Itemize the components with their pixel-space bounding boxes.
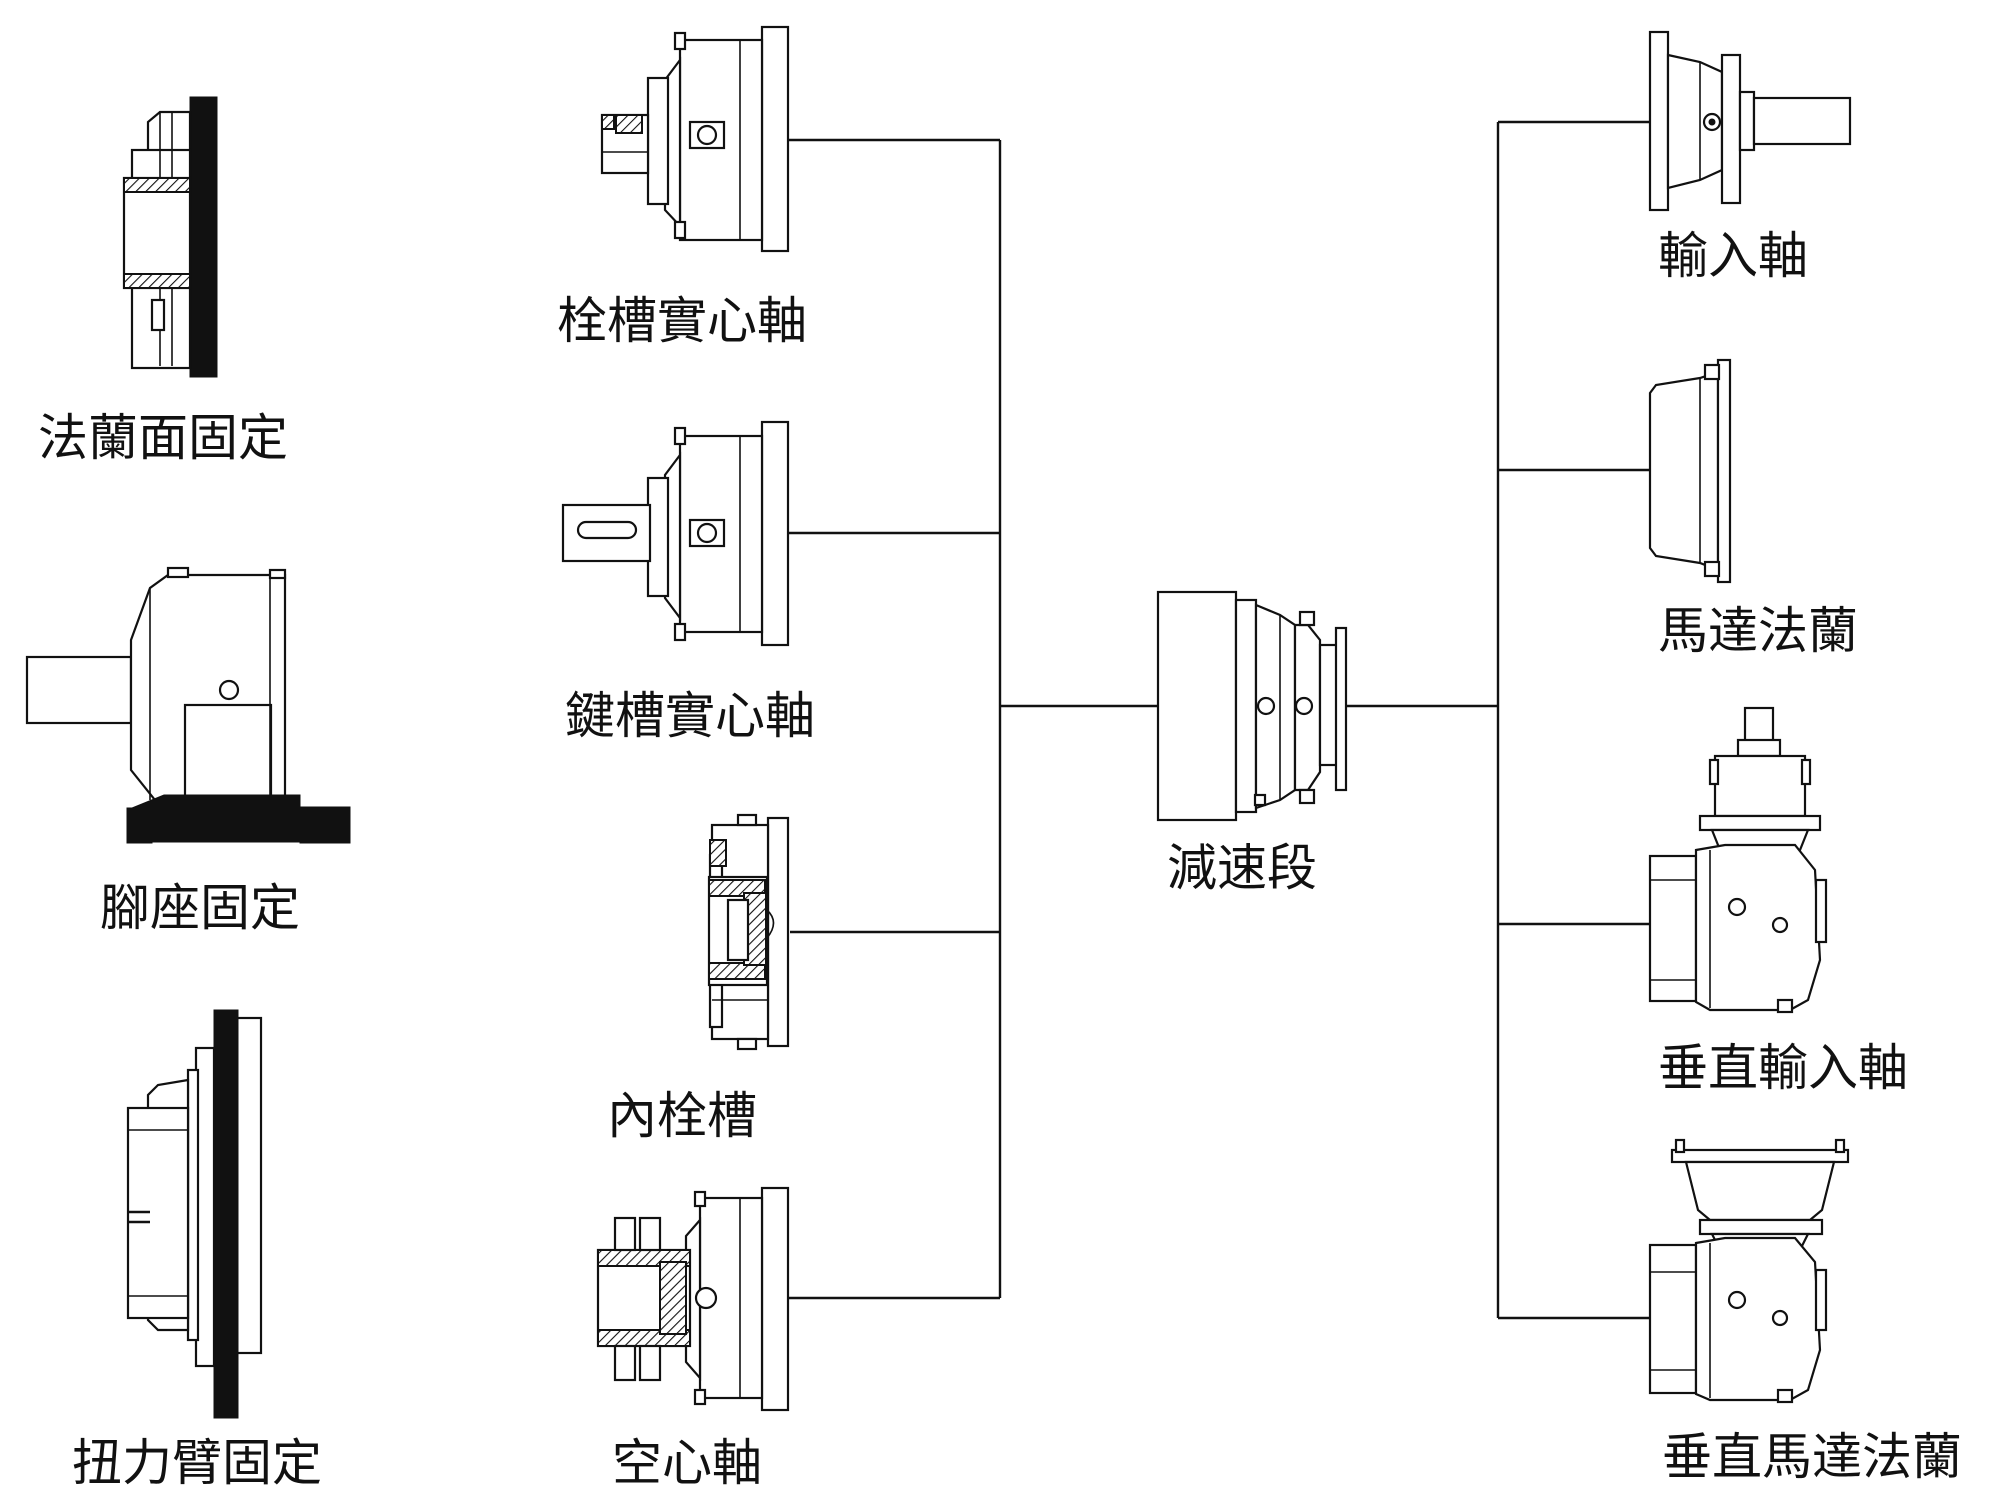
flange-mount-drawing: [122, 96, 218, 378]
torque-arm-mount-drawing: [126, 1009, 263, 1419]
connector-lines: [788, 120, 1650, 1320]
label-keyed-solid-shaft: 鍵槽實心軸: [565, 687, 815, 745]
label-splined-solid-shaft: 栓槽實心軸: [557, 292, 807, 350]
labels: 法蘭面固定 腳座固定 扭力臂固定 栓槽實心軸 鍵槽實心軸 內栓槽 空心軸 減速段…: [38, 227, 1962, 1492]
vertical-input-shaft-drawing: [1648, 706, 1828, 1014]
label-foot-mount: 腳座固定: [100, 879, 300, 937]
label-internal-spline: 內栓槽: [607, 1087, 757, 1145]
splined-shaft-drawing: [600, 25, 790, 253]
label-vertical-input-shaft: 垂直輸入軸: [1658, 1039, 1908, 1097]
foot-mount-drawing: [25, 566, 351, 844]
label-hollow-shaft: 空心軸: [612, 1434, 762, 1492]
hollow-shaft-drawing: [596, 1186, 790, 1412]
reduction-stage-drawing: [1156, 590, 1348, 822]
label-vertical-motor-flange: 垂直馬達法蘭: [1662, 1428, 1962, 1486]
label-reduction-stage: 減速段: [1167, 839, 1317, 897]
motor-flange-drawing: [1648, 358, 1732, 584]
label-flange-mount: 法蘭面固定: [38, 409, 288, 467]
input-shaft-drawing: [1648, 30, 1852, 212]
keyed-shaft-drawing: [561, 420, 790, 647]
internal-spline-drawing: [707, 813, 790, 1051]
label-input-shaft: 輸入軸: [1658, 227, 1808, 285]
vertical-motor-flange-drawing: [1648, 1138, 1850, 1404]
label-motor-flange: 馬達法蘭: [1658, 602, 1858, 660]
label-torque-arm-mount: 扭力臂固定: [72, 1434, 322, 1492]
